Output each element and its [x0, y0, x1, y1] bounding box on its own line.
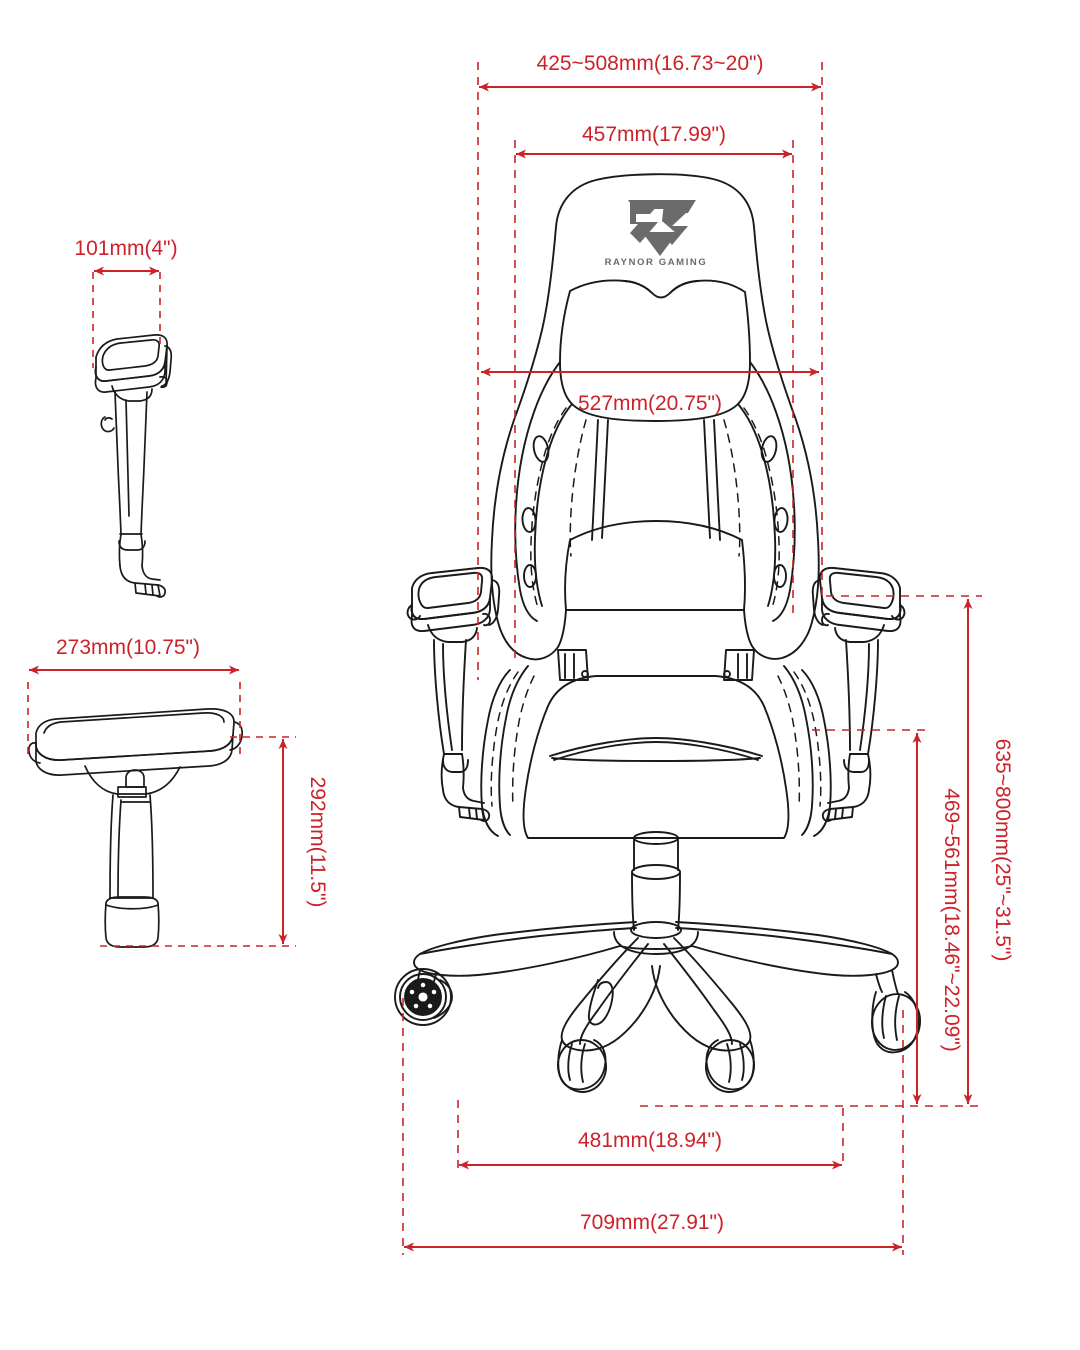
dim-armrest-depth [27, 665, 241, 757]
base-arm-front-right [651, 937, 752, 1052]
chair-front-view [394, 173, 921, 1093]
base-arm-left-rear [413, 921, 637, 977]
dim-label-backrest-inner-width: 457mm(17.99") [582, 123, 726, 146]
right-bolster [749, 361, 796, 622]
lumbar-cushion [564, 520, 746, 611]
left-recline-bracket [557, 649, 589, 681]
armrest-side-view [27, 708, 244, 948]
base-arm-front-left [560, 937, 661, 1052]
raynor-logo-mark-chevron [642, 232, 678, 256]
seat-right-wing [801, 669, 832, 837]
seat-left-wing [480, 669, 511, 837]
dim-overall-height [640, 595, 982, 1107]
dim-backrest-outer-width [477, 62, 823, 680]
raynor-logo-mark-bar [628, 200, 696, 209]
left-bolster [514, 361, 561, 622]
dim-seat-width [457, 1100, 844, 1170]
base-arm-right-rear [675, 921, 899, 977]
dim-label-armrest-depth: 273mm(10.75") [56, 636, 200, 659]
dim-armrest-height [100, 736, 296, 947]
dim-label-seat-width: 481mm(18.94") [578, 1129, 722, 1152]
dim-label-armrest-width: 101mm(4") [74, 237, 177, 260]
dim-label-overall-height: 635~800mm(25"~31.5") [991, 739, 1014, 962]
right-recline-bracket [723, 649, 755, 681]
backrest-outline [490, 173, 820, 661]
seat-cushion [522, 675, 790, 839]
dim-seat-height [812, 729, 930, 1104]
dim-label-backrest-shoulder-width: 527mm(20.75") [578, 392, 722, 415]
dim-label-base-width: 709mm(27.91") [580, 1211, 724, 1234]
cylinder-base-hub [630, 921, 682, 939]
dim-label-armrest-height: 292mm(11.5") [306, 777, 329, 908]
caster-front-right [705, 1039, 755, 1093]
raynor-logo-mark-left [630, 203, 660, 243]
caster-left [394, 968, 453, 1026]
dim-armrest-width [92, 266, 161, 368]
dim-base-width [402, 998, 904, 1255]
brand-logo [628, 200, 696, 256]
armrest-front-view [94, 334, 173, 598]
brand-wordmark: RAYNOR GAMING [605, 257, 708, 268]
dim-label-seat-height: 469~561mm(18.46"~22.09") [940, 788, 963, 1052]
dim-label-backrest-outer-width: 425~508mm(16.73~20") [537, 52, 764, 75]
dim-backrest-inner-width [514, 140, 794, 660]
caster-front-left [557, 1039, 607, 1093]
